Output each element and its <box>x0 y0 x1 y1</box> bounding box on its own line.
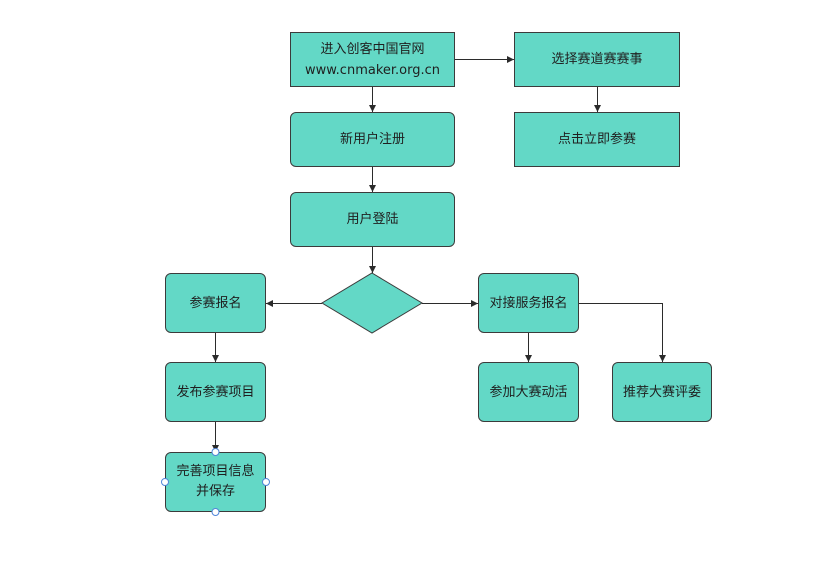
node-new-user-register-label: 新用户注册 <box>339 132 405 147</box>
selection-handle-left[interactable] <box>161 478 169 486</box>
node-publish-project-label: 发布参赛项目 <box>176 384 255 400</box>
node-enter-official-site-label: 进入创客中国官网 <box>320 41 425 57</box>
node-complete-project-info-line1: 完善项目信息 <box>176 464 255 479</box>
node-enter-official-site[interactable]: 进入创客中国官网 www.cnmaker.org.cn <box>290 32 455 87</box>
connector-service-signup-to-recommend-judges[interactable] <box>579 303 666 363</box>
node-complete-project-info[interactable]: 完善项目信息 并保存 <box>165 452 266 512</box>
selection-handle-right[interactable] <box>262 478 270 486</box>
node-user-login[interactable]: 用户登陆 <box>290 192 455 247</box>
node-user-login-label: 用户登陆 <box>346 212 399 227</box>
node-join-now-label: 点击立即参赛 <box>557 132 636 147</box>
node-service-signup-label: 对接服务报名 <box>489 295 568 311</box>
node-choose-track-label: 选择赛道赛赛事 <box>551 52 643 67</box>
node-join-now[interactable]: 点击立即参赛 <box>514 112 680 167</box>
node-contest-signup-label: 参赛报名 <box>189 295 242 311</box>
node-join-events-label: 参加大赛动活 <box>489 384 568 400</box>
node-service-signup[interactable]: 对接服务报名 <box>478 273 579 333</box>
node-recommend-judges-label: 推荐大赛评委 <box>622 384 701 400</box>
node-enter-official-site-url: www.cnmaker.org.cn <box>304 62 441 78</box>
node-new-user-register[interactable]: 新用户注册 <box>290 112 455 167</box>
node-join-events[interactable]: 参加大赛动活 <box>478 362 579 422</box>
node-complete-project-info-line2: 并保存 <box>195 484 235 499</box>
selection-handle-top[interactable] <box>211 448 220 456</box>
node-decision-diamond[interactable] <box>321 272 423 334</box>
node-recommend-judges[interactable]: 推荐大赛评委 <box>612 362 712 422</box>
selection-handles <box>161 448 270 516</box>
node-contest-signup[interactable]: 参赛报名 <box>165 273 266 333</box>
selection-handle-bottom[interactable] <box>211 508 220 516</box>
node-publish-project[interactable]: 发布参赛项目 <box>165 362 266 422</box>
node-choose-track[interactable]: 选择赛道赛赛事 <box>514 32 680 87</box>
